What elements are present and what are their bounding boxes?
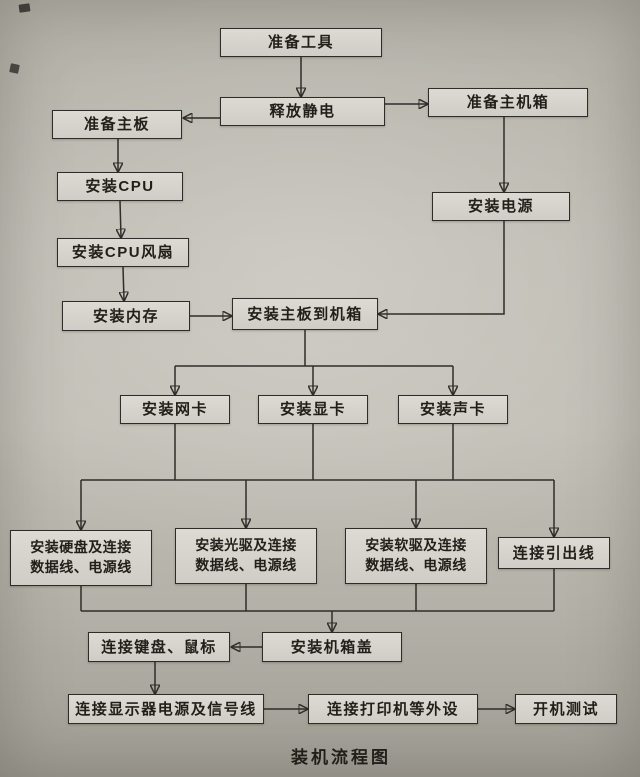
node-prepare-motherboard: 准备主板 xyxy=(52,110,182,139)
node-install-mobo-to-case: 安装主板到机箱 xyxy=(232,298,378,330)
node-connect-leads: 连接引出线 xyxy=(498,537,610,569)
node-install-sound: 安装声卡 xyxy=(398,395,508,424)
node-install-odd: 安装光驱及连接 数据线、电源线 xyxy=(175,528,317,584)
node-install-cpu-fan: 安装CPU风扇 xyxy=(57,238,189,267)
node-install-nic: 安装网卡 xyxy=(120,395,230,424)
node-connect-kb-mouse: 连接键盘、鼠标 xyxy=(88,632,230,662)
node-install-cpu: 安装CPU xyxy=(57,172,183,201)
node-connect-printer: 连接打印机等外设 xyxy=(308,694,478,724)
scan-artifact-icon xyxy=(9,63,20,74)
edge-power-mobo2case xyxy=(379,221,505,314)
node-install-power: 安装电源 xyxy=(432,192,570,221)
node-connect-monitor: 连接显示器电源及信号线 xyxy=(68,694,264,724)
node-install-hdd: 安装硬盘及连接 数据线、电源线 xyxy=(10,530,152,586)
node-power-on-test: 开机测试 xyxy=(515,694,617,724)
scan-artifact-icon xyxy=(18,3,31,13)
node-install-gpu: 安装显卡 xyxy=(258,395,368,424)
edge-cpu-fan xyxy=(120,200,121,237)
node-install-case-cover: 安装机箱盖 xyxy=(262,632,402,662)
node-prepare-case: 准备主机箱 xyxy=(428,88,588,117)
node-prepare-tools: 准备工具 xyxy=(220,28,382,57)
edge-trunk-drive-merge xyxy=(80,569,555,611)
node-release-static: 释放静电 xyxy=(220,97,385,126)
diagram-caption: 装机流程图 xyxy=(291,748,391,767)
edge-fan-memory xyxy=(123,266,124,300)
edge-trunk-card-merge xyxy=(174,424,454,480)
node-install-fdd: 安装软驱及连接 数据线、电源线 xyxy=(345,528,487,584)
node-install-memory: 安装内存 xyxy=(62,301,190,331)
